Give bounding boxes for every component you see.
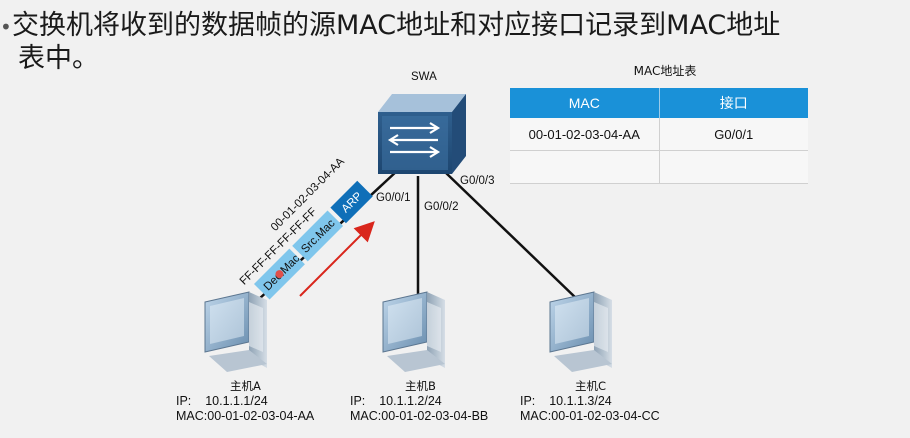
bullet-icon: • <box>0 14 12 39</box>
table-cell-mac: 00-01-02-03-04-AA <box>510 118 660 151</box>
host-b-ip-label: IP: <box>350 394 366 408</box>
host-a-info: IP: 10.1.1.1/24 MAC:00-01-02-03-04-AA <box>176 394 314 424</box>
heading: •交换机将收到的数据帧的源MAC地址和对应接口记录到MAC地址 表中。 <box>0 10 910 75</box>
heading-line2: 表中。 <box>18 42 99 74</box>
frame-field-arp <box>330 180 373 224</box>
host-a-ip: 10.1.1.1/24 <box>205 394 268 408</box>
table-cell-port: G0/0/1 <box>659 118 808 151</box>
host-c-pc-icon <box>549 291 612 372</box>
host-a-mac: MAC:00-01-02-03-04-AA <box>176 409 315 423</box>
frame-direction-arrow <box>299 221 375 297</box>
switch-name: SWA <box>411 71 437 83</box>
host-a-ip-label: IP: <box>176 394 192 408</box>
port-g0-0-1: G0/0/1 <box>376 192 411 204</box>
host-b-mac: MAC:00-01-02-03-04-BB <box>350 409 489 423</box>
mac-table-title: MAC地址表 <box>633 64 697 78</box>
host-c-ip: 10.1.1.3/24 <box>549 394 612 408</box>
host-a-pc-icon <box>204 291 267 372</box>
host-c-name: 主机C <box>575 379 607 393</box>
host-b-pc-icon <box>382 291 445 372</box>
port-g0-0-3: G0/0/3 <box>460 175 495 187</box>
link-c <box>444 171 579 301</box>
port-column-header: 接口 <box>659 88 808 118</box>
table-row: 00-01-02-03-04-AA G0/0/1 <box>510 118 808 151</box>
switch-icon <box>378 94 466 174</box>
host-a-name: 主机A <box>230 379 261 393</box>
port-g0-0-2: G0/0/2 <box>424 201 459 213</box>
mac-address-table: MAC 接口 00-01-02-03-04-AA G0/0/1 <box>510 88 808 184</box>
host-b-name: 主机B <box>405 379 436 393</box>
table-row <box>510 150 808 184</box>
frame-field-src <box>292 210 344 262</box>
heading-line1: 交换机将收到的数据帧的源MAC地址和对应接口记录到MAC地址 <box>12 10 781 41</box>
data-frame: Dec.Mac Src.Mac ARP FF-FF-FF-FF-FF-FF 00… <box>238 155 373 300</box>
host-b-ip: 10.1.1.2/24 <box>379 394 442 408</box>
host-b-info: IP: 10.1.1.2/24 MAC:00-01-02-03-04-BB <box>350 394 488 424</box>
table-cell-mac <box>510 150 660 184</box>
cursor-dot-icon <box>275 270 284 279</box>
table-cell-port <box>659 150 808 184</box>
mac-column-header: MAC <box>510 88 660 118</box>
host-c-info: IP: 10.1.1.3/24 MAC:00-01-02-03-04-CC <box>520 394 660 424</box>
host-c-ip-label: IP: <box>520 394 536 408</box>
host-c-mac: MAC:00-01-02-03-04-CC <box>520 409 660 423</box>
